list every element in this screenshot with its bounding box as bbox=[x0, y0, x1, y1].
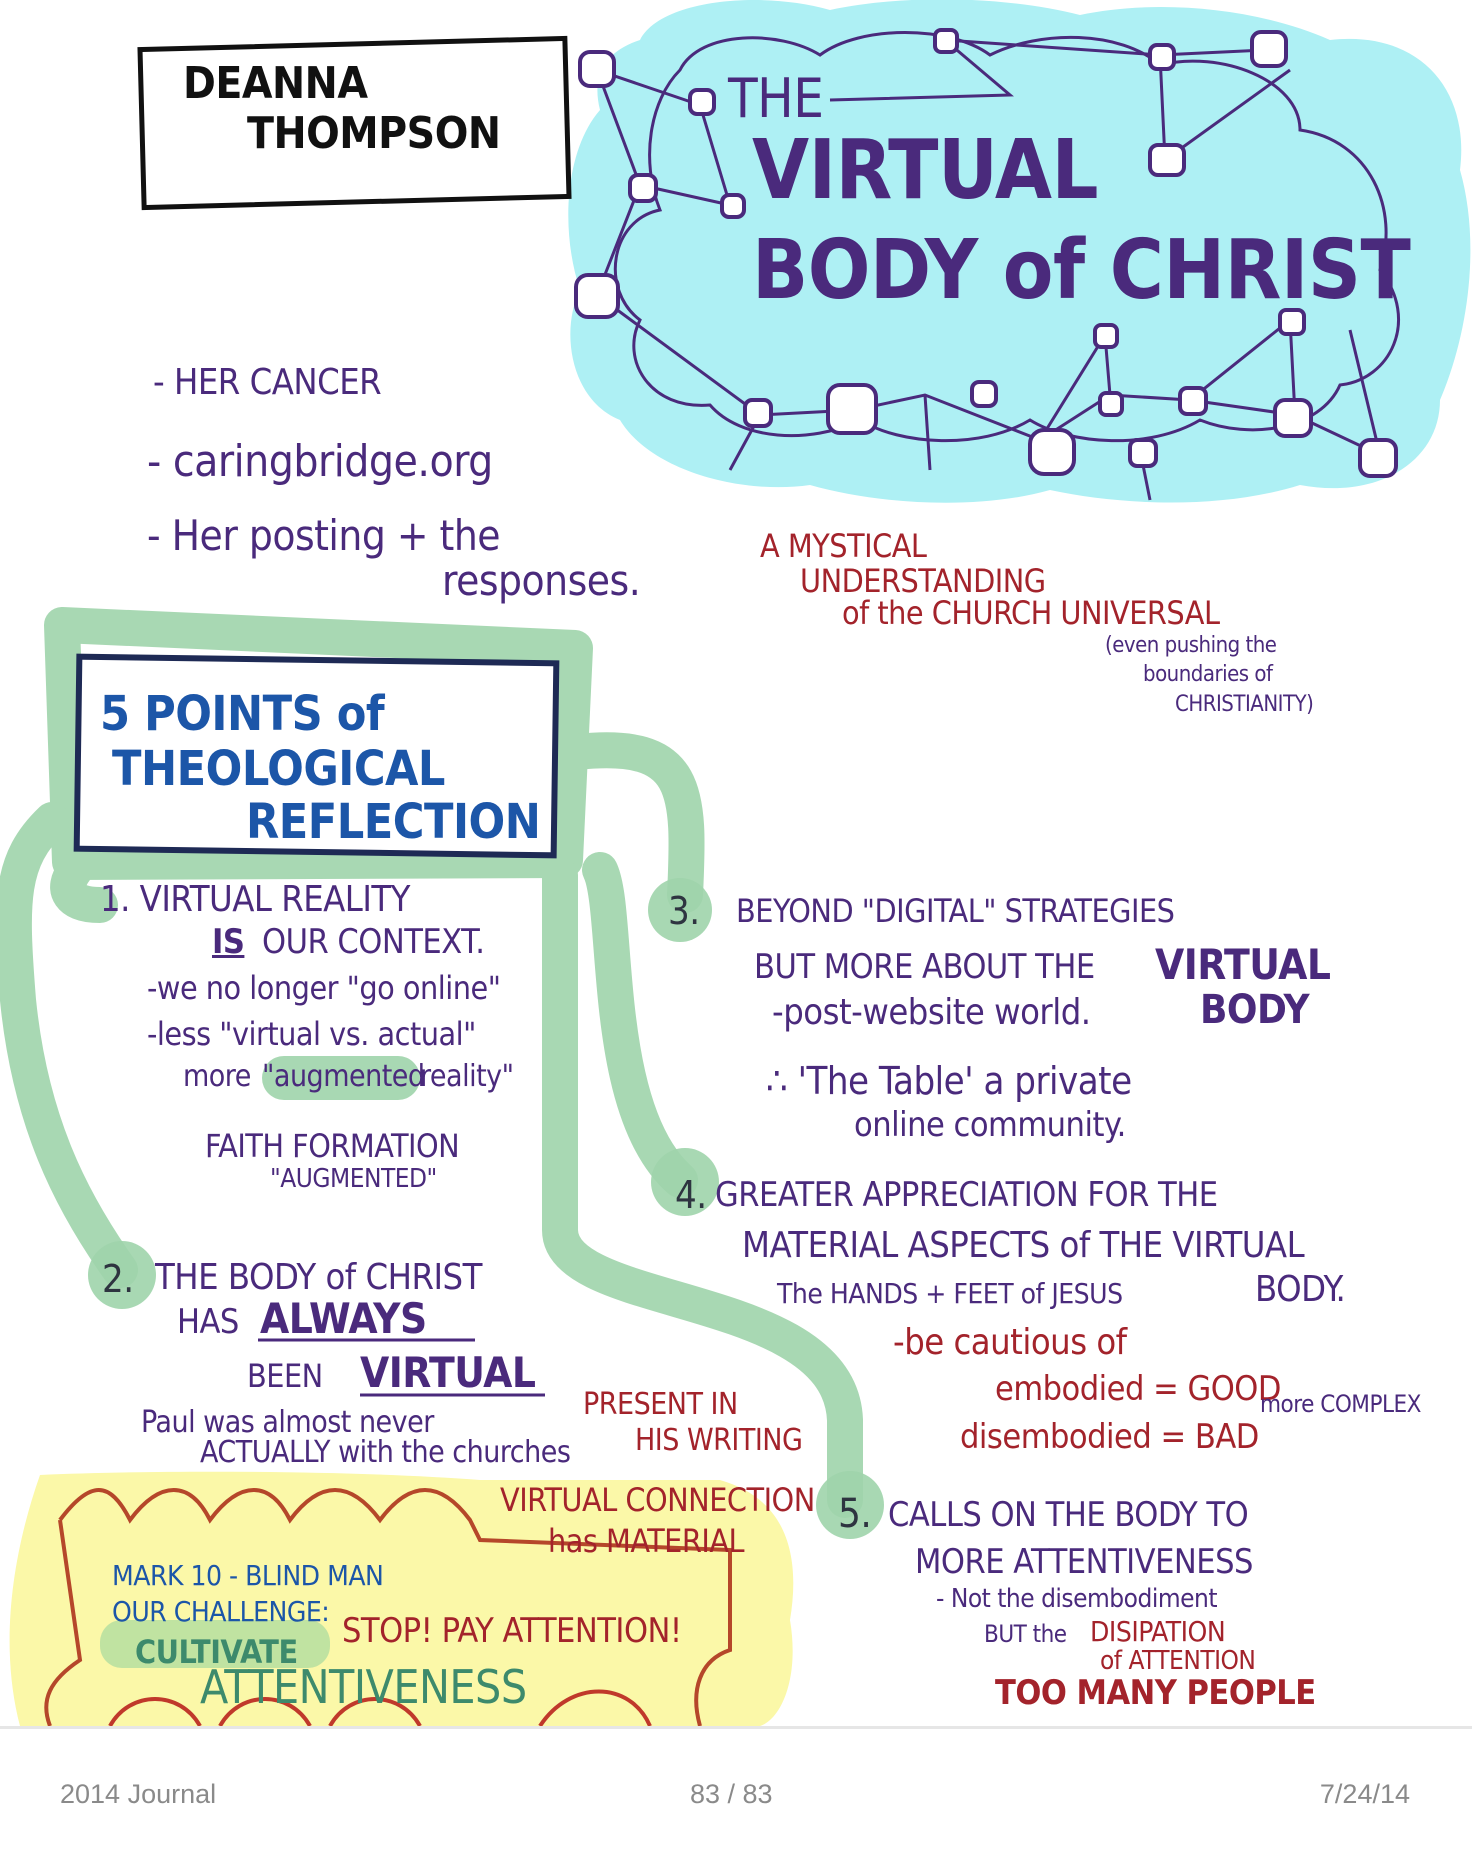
point3-the-table: ∴ 'The Table' a private bbox=[766, 1059, 1132, 1103]
heading-line-3: REFLECTION bbox=[246, 794, 541, 850]
point2-has: HAS bbox=[177, 1302, 239, 1342]
point1-augmented-caps: "AUGMENTED" bbox=[270, 1164, 437, 1194]
point4-body: BODY. bbox=[1255, 1269, 1346, 1310]
title-body-of-christ: BODY of CHRIST bbox=[752, 223, 1411, 318]
point4-disembodied: disembodied = BAD bbox=[960, 1417, 1259, 1457]
mystical-line-2: UNDERSTANDING bbox=[800, 562, 1046, 600]
heading-line-2: THEOLOGICAL bbox=[112, 741, 445, 797]
point4-more-complex: more COMPLEX bbox=[1260, 1390, 1421, 1418]
point4-title: GREATER APPRECIATION FOR THE bbox=[715, 1175, 1218, 1215]
note-responses: responses. bbox=[442, 556, 641, 605]
point5-more-attentiveness: MORE ATTENTIVENESS bbox=[915, 1542, 1253, 1582]
point2-present-in: PRESENT IN bbox=[583, 1387, 738, 1422]
point1-virtual-vs-actual: -less "virtual vs. actual" bbox=[147, 1015, 476, 1053]
number-highlights bbox=[88, 878, 884, 1668]
point5-number: 5. bbox=[838, 1491, 872, 1537]
cloud-highlight bbox=[568, 0, 1471, 503]
point5-not-disembodiment: - Not the disembodiment bbox=[936, 1584, 1218, 1614]
network-nodes bbox=[574, 28, 1398, 478]
point1-context: OUR CONTEXT. bbox=[262, 922, 485, 962]
point1-augmented: "augmented bbox=[262, 1059, 425, 1094]
name-box bbox=[137, 35, 572, 211]
point4-embodied: embodied = GOOD bbox=[995, 1369, 1281, 1409]
title-virtual: VIRTUAL bbox=[752, 123, 1098, 218]
challenge-cultivate: CULTIVATE bbox=[135, 1633, 298, 1671]
note-her-posting: - Her posting + the bbox=[147, 511, 501, 560]
point2-virtual: VIRTUAL bbox=[360, 1348, 536, 1397]
point2-churches: ACTUALLY with the churches bbox=[200, 1435, 571, 1470]
point2-virtual-connection: VIRTUAL CONNECTION bbox=[500, 1481, 815, 1519]
point2-number: 2. bbox=[102, 1257, 134, 1301]
point2-been: BEEN bbox=[247, 1357, 323, 1395]
heading-box bbox=[73, 653, 560, 859]
point1-title: 1. VIRTUAL REALITY bbox=[100, 879, 410, 920]
journal-date: 7/24/14 bbox=[1319, 1779, 1410, 1809]
challenge-burst-outline bbox=[44, 1488, 732, 1726]
point4-hands-feet: The HANDS + FEET of JESUS bbox=[777, 1277, 1123, 1310]
speaker-first-name: DEANNA bbox=[183, 58, 368, 109]
point3-title: BEYOND "DIGITAL" STRATEGIES bbox=[736, 892, 1175, 930]
challenge-label: OUR CHALLENGE: bbox=[112, 1595, 330, 1628]
challenge-mark10: MARK 10 - BLIND MAN bbox=[112, 1559, 384, 1592]
challenge-attentiveness: ATTENTIVENESS bbox=[200, 1660, 527, 1714]
heading-line-1: 5 POINTS of bbox=[100, 686, 385, 742]
mystical-line-3: of the CHURCH UNIVERSAL bbox=[842, 594, 1220, 632]
point5-disipation: DISIPATION bbox=[1090, 1615, 1226, 1648]
point3-body: BODY bbox=[1200, 987, 1310, 1033]
point3-post-website: -post-website world. bbox=[772, 992, 1091, 1033]
point4-cautious: -be cautious of bbox=[893, 1322, 1127, 1363]
point3-virtual: VIRTUAL bbox=[1155, 940, 1331, 989]
mystical-note-2: boundaries of bbox=[1143, 662, 1273, 687]
point3-more-about: BUT MORE ABOUT THE bbox=[754, 947, 1095, 987]
point4-number: 4. bbox=[675, 1173, 707, 1217]
journal-title: 2014 Journal bbox=[60, 1779, 217, 1809]
point2-always: ALWAYS bbox=[260, 1294, 427, 1343]
point2-title: THE BODY of CHRIST bbox=[155, 1257, 482, 1298]
always-underline bbox=[258, 1338, 545, 1397]
challenge-stop: STOP! PAY ATTENTION! bbox=[342, 1611, 682, 1651]
green-connectors bbox=[0, 607, 863, 1518]
point1-go-online: -we no longer "go online" bbox=[147, 969, 501, 1007]
point4-material-aspects: MATERIAL ASPECTS of THE VIRTUAL bbox=[742, 1225, 1305, 1266]
point1-faith-formation: FAITH FORMATION bbox=[205, 1127, 460, 1165]
point5-title: CALLS ON THE BODY TO bbox=[888, 1495, 1249, 1535]
point5-but-the: BUT the bbox=[984, 1620, 1067, 1648]
point2-has-material: has MATERIAL bbox=[548, 1522, 745, 1560]
mystical-note-1: (even pushing the bbox=[1105, 633, 1277, 658]
point1-reality: reality" bbox=[420, 1059, 514, 1094]
note-her-cancer: - HER CANCER bbox=[153, 362, 382, 403]
page-footer: 2014 Journal 83 / 83 7/24/14 bbox=[0, 1726, 1472, 1851]
point1-more: more bbox=[183, 1059, 251, 1094]
point2-paul: Paul was almost never bbox=[141, 1405, 434, 1440]
point3-online-community: online community. bbox=[854, 1105, 1126, 1145]
note-caringbridge: - caringbridge.org bbox=[147, 436, 493, 487]
point2-his-writing: HIS WRITING bbox=[635, 1423, 803, 1458]
mystical-note-3: CHRISTIANITY) bbox=[1175, 692, 1314, 717]
sketch-artwork bbox=[0, 0, 1471, 1726]
point1-is: IS bbox=[212, 922, 245, 962]
point5-too-many-people: TOO MANY PEOPLE bbox=[995, 1673, 1316, 1713]
page-indicator: 83 / 83 bbox=[690, 1779, 773, 1809]
title-the: THE bbox=[728, 67, 824, 130]
point3-number: 3. bbox=[668, 889, 700, 933]
burst-scallops bbox=[108, 1689, 652, 1726]
mystical-line-1: A MYSTICAL bbox=[760, 527, 927, 565]
speaker-last-name: THOMPSON bbox=[247, 108, 501, 159]
point5-of-attention: of ATTENTION bbox=[1100, 1646, 1256, 1676]
